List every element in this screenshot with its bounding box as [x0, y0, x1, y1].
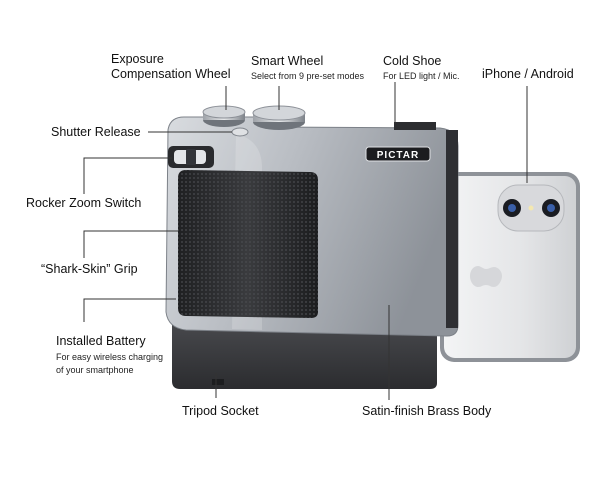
- battery-sublabel-1: For easy wireless charging: [56, 352, 164, 362]
- battery-base: [172, 318, 437, 389]
- rocker-zoom-label: Rocker Zoom Switch: [26, 196, 142, 210]
- shutter-button: [231, 127, 249, 137]
- tripod-socket: [212, 379, 224, 385]
- battery-label: Installed Battery: [56, 334, 146, 348]
- grip-label: “Shark-Skin” Grip: [41, 262, 138, 276]
- smart-wheel-sublabel: Select from 9 pre-set modes: [251, 71, 365, 81]
- brand-logo: PICTAR: [377, 150, 419, 161]
- leader-lines: [83, 82, 528, 400]
- smart-wheel-label: Smart Wheel: [251, 54, 324, 68]
- tripod-socket-label: Tripod Socket: [182, 404, 259, 418]
- cold-shoe: [394, 122, 436, 130]
- exposure-label-line1: Exposure: [111, 52, 164, 66]
- smart-wheel: [252, 105, 306, 130]
- cold-shoe-sublabel: For LED light / Mic.: [383, 71, 460, 81]
- cold-shoe-label: Cold Shoe: [383, 54, 442, 68]
- shutter-release-label: Shutter Release: [51, 125, 141, 139]
- rocker-zoom-switch: [168, 146, 214, 168]
- battery-sublabel-2: of your smartphone: [56, 365, 134, 375]
- exposure-wheel: [202, 105, 246, 127]
- phone-label: iPhone / Android: [482, 67, 574, 81]
- logo-plate: [365, 146, 431, 162]
- smartphone: [440, 172, 580, 362]
- brass-body-label: Satin-finish Brass Body: [362, 404, 492, 418]
- exposure-label-line2: Compensation Wheel: [111, 67, 231, 81]
